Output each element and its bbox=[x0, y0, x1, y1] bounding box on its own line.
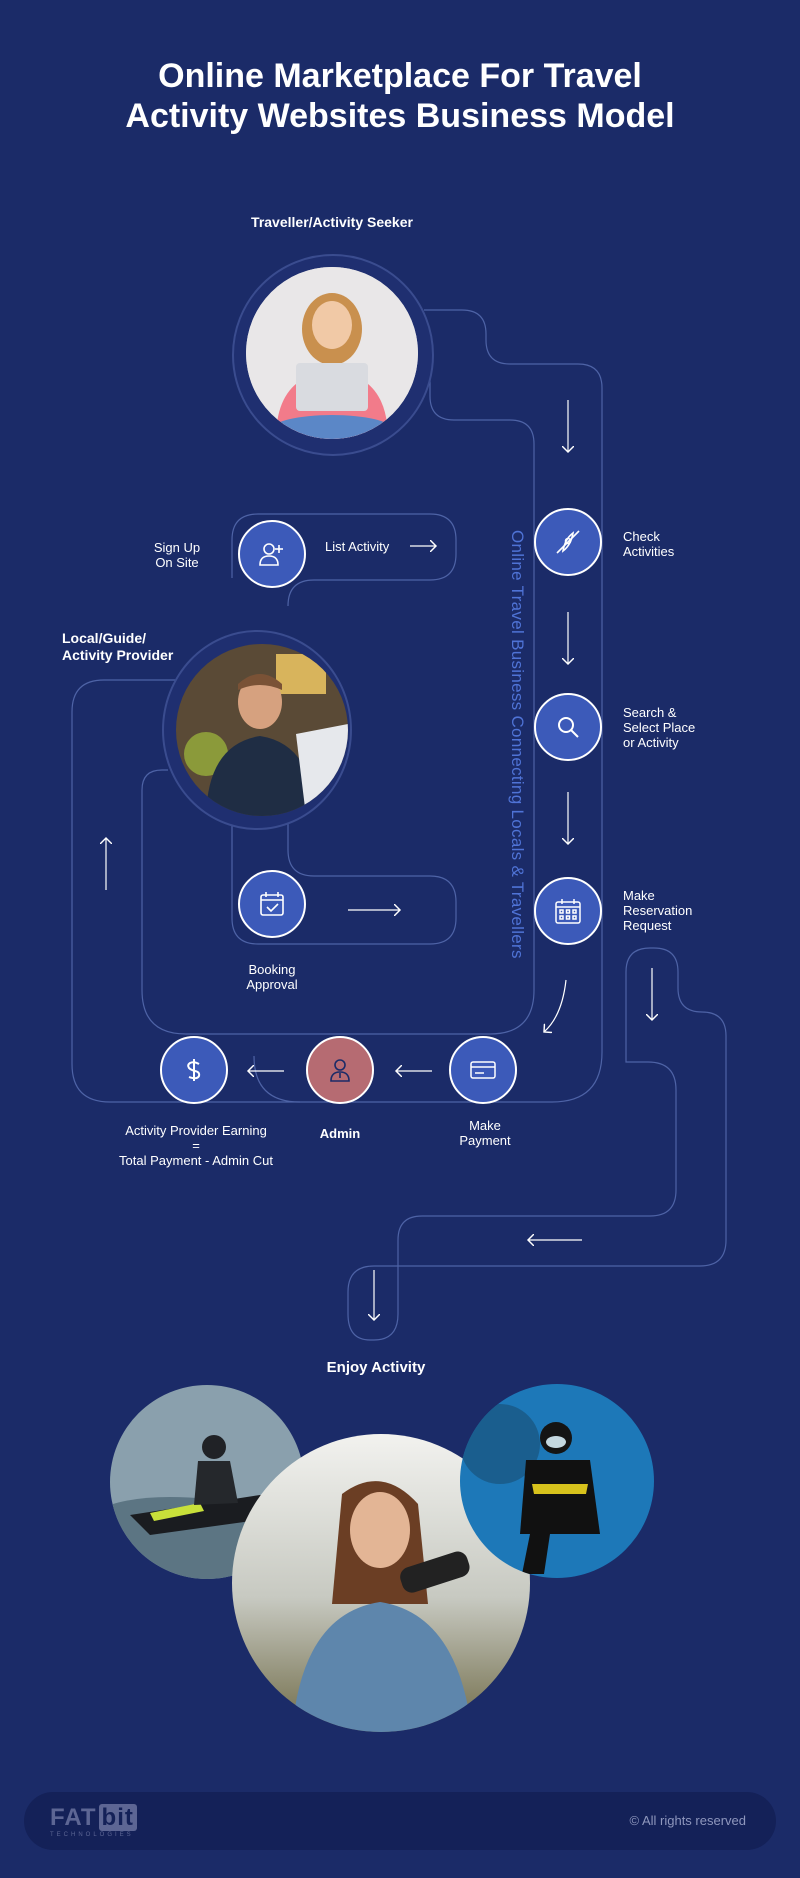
make-payment-node[interactable] bbox=[449, 1036, 517, 1104]
list-activity-label: List Activity bbox=[325, 539, 390, 554]
admin-person-icon bbox=[330, 1059, 350, 1082]
copyright-text: © All rights reserved bbox=[629, 1813, 746, 1828]
enjoy-activity-label: Enjoy Activity bbox=[326, 1359, 426, 1376]
booking-approval-label: Booking Approval bbox=[246, 962, 298, 992]
user-plus-icon bbox=[259, 543, 283, 566]
admin-node[interactable] bbox=[306, 1036, 374, 1104]
signup-node[interactable] bbox=[238, 520, 306, 588]
credit-card-icon bbox=[470, 1061, 496, 1079]
page-title: Online Marketplace For Travel Activity W… bbox=[125, 57, 675, 135]
dollar-icon bbox=[187, 1059, 201, 1081]
provider-photo bbox=[176, 644, 348, 816]
make-reservation-label: Make Reservation Request bbox=[623, 888, 693, 933]
check-activities-label: Check Activities bbox=[623, 529, 675, 559]
earning-label: Activity Provider Earning = Total Paymen… bbox=[119, 1123, 273, 1168]
calendar-grid-icon bbox=[555, 899, 581, 924]
signup-label: Sign Up On Site bbox=[153, 540, 201, 570]
search-icon bbox=[558, 717, 579, 738]
traveller-photo bbox=[246, 267, 418, 439]
make-payment-label: Make Payment bbox=[459, 1118, 511, 1148]
calendar-check-icon bbox=[260, 892, 284, 916]
search-select-node[interactable] bbox=[534, 693, 602, 761]
diver-photo bbox=[460, 1384, 654, 1578]
earning-node[interactable] bbox=[160, 1036, 228, 1104]
kayak-icon bbox=[556, 530, 580, 554]
make-reservation-node[interactable] bbox=[534, 877, 602, 945]
provider-label: Local/Guide/ Activity Provider bbox=[62, 630, 174, 663]
vertical-caption: Online Travel Business Connecting Locals… bbox=[508, 530, 527, 959]
admin-label: Admin bbox=[319, 1126, 361, 1141]
traveller-label: Traveller/Activity Seeker bbox=[251, 214, 413, 230]
photographer-photo bbox=[232, 1434, 530, 1732]
search-select-label: Search & Select Place or Activity bbox=[623, 705, 696, 750]
check-activities-node[interactable] bbox=[534, 508, 602, 576]
booking-approval-node[interactable] bbox=[238, 870, 306, 938]
